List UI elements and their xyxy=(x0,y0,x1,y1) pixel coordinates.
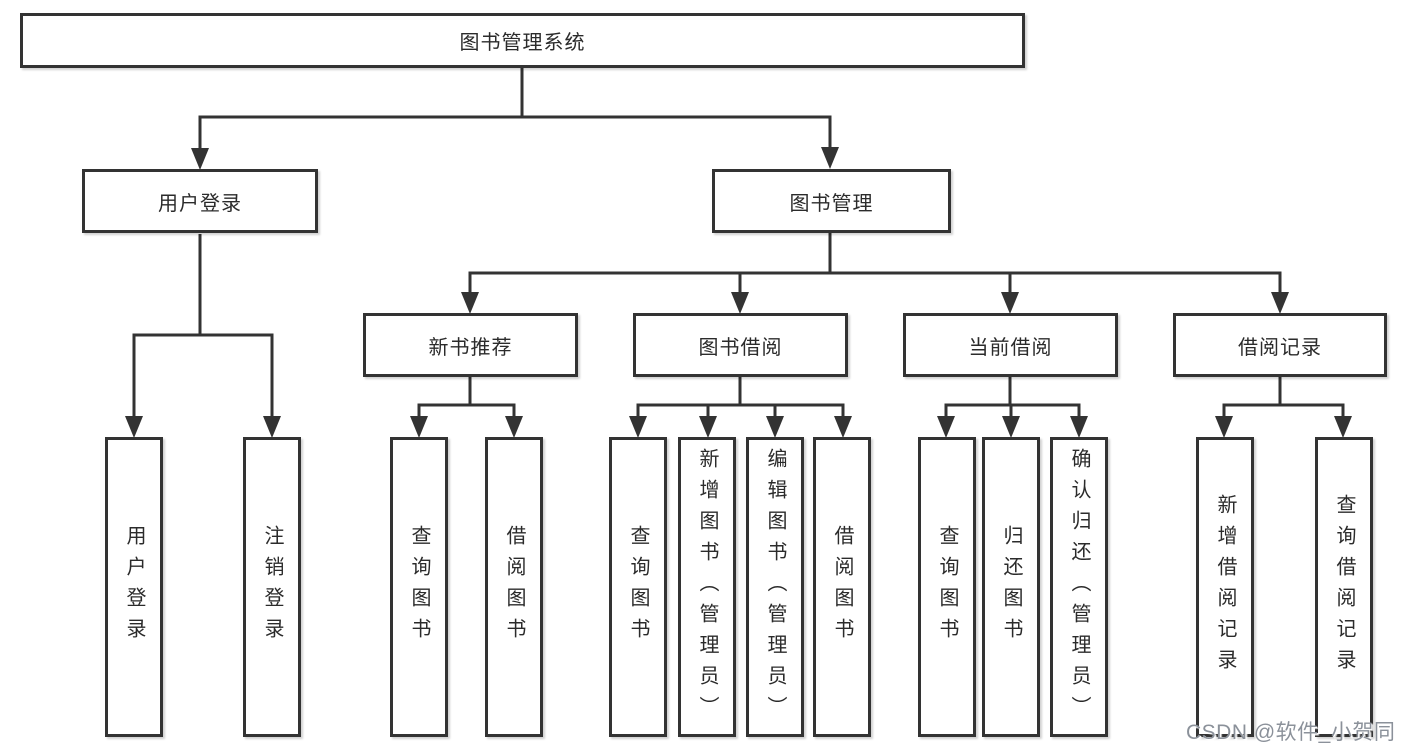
leaf-add-books-admin: 新增图书（管理员） xyxy=(678,437,736,737)
leaf-edit-books-admin-label: 编辑图书（管理员） xyxy=(764,447,786,727)
csdn-watermark: CSDN @软件_小贺同学 xyxy=(1186,721,1396,744)
leaf-query-books-borrow-label: 查询图书 xyxy=(627,525,649,649)
leaf-edit-books-admin: 编辑图书（管理员） xyxy=(746,437,804,737)
node-borrowing-records: 借阅记录 xyxy=(1173,313,1387,377)
node-user-login-label: 用户登录 xyxy=(158,192,242,215)
leaf-query-books-recommend: 查询图书 xyxy=(390,437,448,737)
leaf-confirm-return-admin: 确认归还（管理员） xyxy=(1050,437,1108,737)
leaf-query-books-current: 查询图书 xyxy=(918,437,976,737)
node-book-borrowing-label: 图书借阅 xyxy=(698,336,783,359)
leaf-borrow-books-recommend: 借阅图书 xyxy=(485,437,543,737)
node-user-login: 用户登录 xyxy=(82,169,318,233)
node-borrowing-records-label: 借阅记录 xyxy=(1238,336,1322,359)
leaf-logout-label: 注销登录 xyxy=(261,525,283,649)
node-current-borrowing-label: 当前借阅 xyxy=(968,336,1053,359)
leaf-logout: 注销登录 xyxy=(243,437,301,737)
leaf-query-borrow-record: 查询借阅记录 xyxy=(1315,437,1373,737)
leaf-query-books-borrow: 查询图书 xyxy=(609,437,667,737)
leaf-user-login-label: 用户登录 xyxy=(123,525,145,649)
node-library-system: 图书管理系统 xyxy=(20,13,1025,68)
leaf-borrow-books: 借阅图书 xyxy=(813,437,871,737)
leaf-query-books-current-label: 查询图书 xyxy=(936,525,958,649)
leaf-user-login: 用户登录 xyxy=(105,437,163,737)
node-library-system-label: 图书管理系统 xyxy=(459,32,586,54)
leaf-confirm-return-admin-label: 确认归还（管理员） xyxy=(1068,447,1090,727)
node-book-management: 图书管理 xyxy=(712,169,951,233)
leaf-return-books-label: 归还图书 xyxy=(1000,525,1022,649)
leaf-query-borrow-record-label: 查询借阅记录 xyxy=(1333,494,1355,680)
leaf-return-books: 归还图书 xyxy=(982,437,1040,737)
node-current-borrowing: 当前借阅 xyxy=(903,313,1118,377)
leaf-borrow-books-recommend-label: 借阅图书 xyxy=(503,525,525,649)
leaf-add-books-admin-label: 新增图书（管理员） xyxy=(696,447,718,727)
node-new-book-recommend-label: 新书推荐 xyxy=(428,336,513,359)
node-new-book-recommend: 新书推荐 xyxy=(363,313,578,377)
leaf-borrow-books-label: 借阅图书 xyxy=(831,525,853,649)
leaf-add-borrow-record-label: 新增借阅记录 xyxy=(1214,494,1236,680)
node-book-management-label: 图书管理 xyxy=(789,192,874,215)
node-book-borrowing: 图书借阅 xyxy=(633,313,848,377)
leaf-add-borrow-record: 新增借阅记录 xyxy=(1196,437,1254,737)
leaf-query-books-recommend-label: 查询图书 xyxy=(408,525,430,649)
